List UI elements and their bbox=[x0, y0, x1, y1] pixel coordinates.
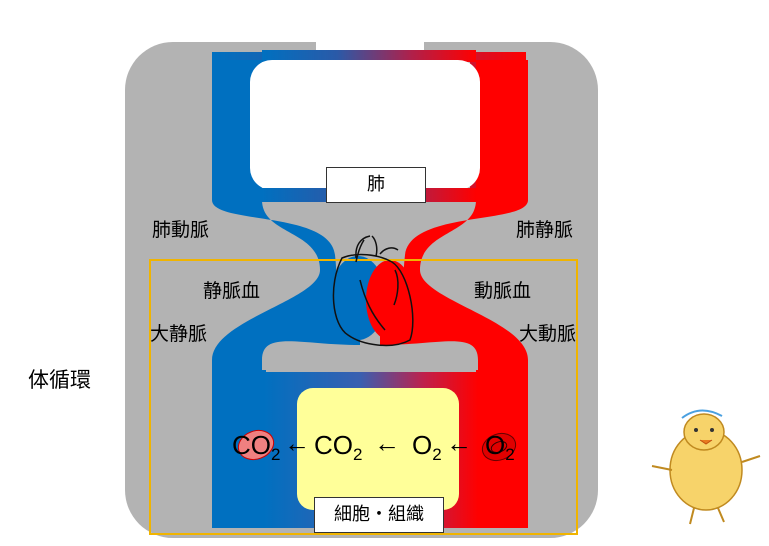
heart-outline-icon bbox=[332, 235, 414, 347]
pulmonary-artery-label: 肺動脈 bbox=[152, 219, 210, 241]
o2-right: O2 bbox=[485, 430, 515, 464]
chick-illustration bbox=[651, 409, 761, 525]
blood-cell-right bbox=[481, 432, 517, 462]
pulmonary-vein-label: 肺静脈 bbox=[516, 219, 574, 241]
systemic-circulation-label: 体循環 bbox=[28, 368, 91, 392]
o2-middle: O2 bbox=[412, 430, 442, 464]
lung-label: 肺 bbox=[326, 167, 426, 203]
systemic-frame bbox=[149, 259, 578, 535]
top-notch bbox=[316, 38, 424, 52]
lung-area bbox=[250, 60, 480, 190]
heart-right-fill bbox=[366, 260, 414, 340]
top-connector bbox=[262, 50, 476, 62]
pulmonary-artery-vessel bbox=[212, 200, 360, 375]
cells-tissue-label: 細胞・組織 bbox=[314, 497, 444, 533]
venous-blood-label: 静脈血 bbox=[203, 280, 261, 302]
blood-cell-left bbox=[237, 429, 275, 461]
co2-middle: CO2 bbox=[314, 430, 363, 464]
vena-cava-label: 大静脈 bbox=[150, 323, 208, 345]
arterial-blood-label: 動脈血 bbox=[474, 280, 532, 302]
arrow-2: ← bbox=[374, 428, 400, 458]
cell-tissue-area bbox=[297, 388, 459, 510]
pulmonary-vein-vessel bbox=[380, 200, 528, 375]
artery-upper-right bbox=[476, 60, 528, 200]
co2-left: CO2 bbox=[232, 430, 281, 464]
arrow-1: ← bbox=[284, 428, 310, 458]
blood-cell-right-dimple bbox=[490, 441, 508, 453]
arrow-3: ← bbox=[446, 428, 472, 458]
aorta-label: 大動脈 bbox=[519, 323, 577, 345]
